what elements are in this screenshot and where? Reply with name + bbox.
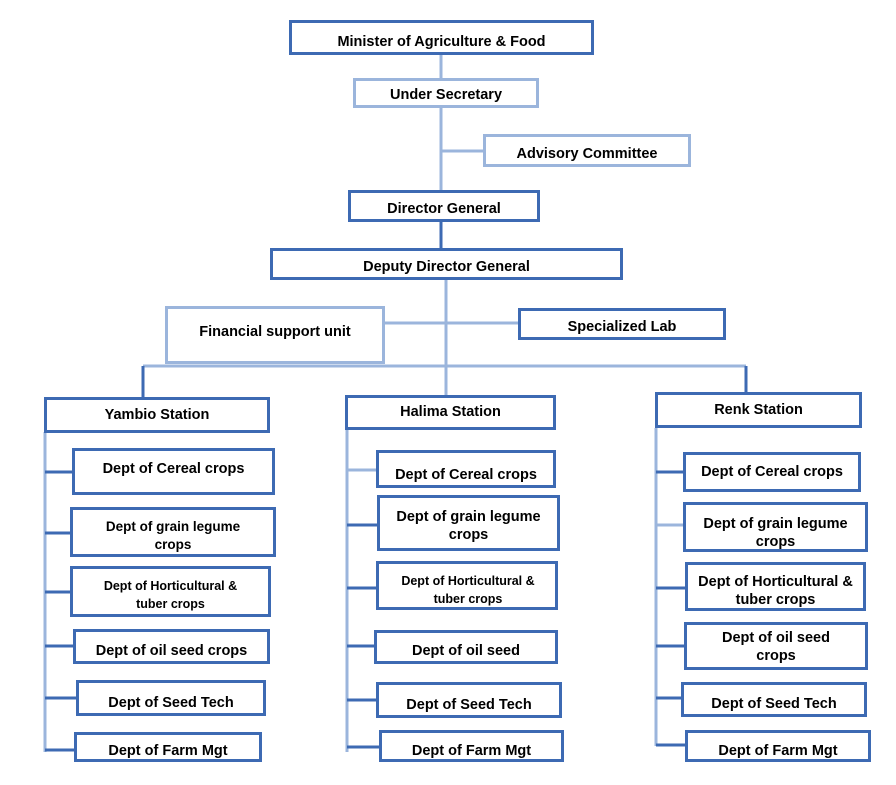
- renk-station-box: Renk Station: [655, 392, 862, 428]
- specialized-lab-box: Specialized Lab: [518, 308, 726, 340]
- financial-support-unit-box: Financial support unit: [165, 306, 385, 364]
- halima-dept-legume-box: Dept of grain legume crops: [377, 495, 560, 551]
- halima-dept-cereal-box: Dept of Cereal crops: [376, 450, 556, 488]
- renk-dept-seedtech-box: Dept of Seed Tech: [681, 682, 867, 717]
- deputy-director-general-box: Deputy Director General: [270, 248, 623, 280]
- renk-dept-cereal-box: Dept of Cereal crops: [683, 452, 861, 492]
- yambio-station-box: Yambio Station: [44, 397, 270, 433]
- financial-support-unit-label: Financial support unit: [199, 324, 351, 340]
- renk-dept-oilseed-box: Dept of oil seed crops: [684, 622, 868, 670]
- dept-label: Dept of Cereal crops: [395, 467, 537, 483]
- dept-label: Dept of oil seed: [412, 643, 520, 659]
- dept-label: Dept of oil seed crops: [722, 630, 830, 664]
- yambio-dept-oilseed-box: Dept of oil seed crops: [73, 629, 270, 664]
- dept-label: Dept of oil seed crops: [95, 643, 248, 659]
- dept-label: Dept of Seed Tech: [108, 695, 234, 711]
- dept-label: Dept of Seed Tech: [406, 697, 532, 713]
- renk-station-label: Renk Station: [714, 401, 803, 418]
- minister-label: Minister of Agriculture & Food: [337, 34, 546, 50]
- dept-label: Dept of grain legume crops: [105, 519, 241, 552]
- advisory-committee-box: Advisory Committee: [483, 134, 691, 167]
- dept-label: Dept of grain legume crops: [396, 509, 541, 543]
- halima-dept-oilseed-box: Dept of oil seed: [374, 630, 558, 664]
- under-secretary-label: Under Secretary: [389, 87, 503, 103]
- director-general-box: Director General: [348, 190, 540, 222]
- dept-label: Dept of grain legume crops: [703, 516, 848, 550]
- minister-box: Minister of Agriculture & Food: [289, 20, 594, 55]
- renk-dept-legume-box: Dept of grain legume crops: [683, 502, 868, 552]
- yambio-dept-cereal-box: Dept of Cereal crops: [72, 448, 275, 495]
- specialized-lab-label: Specialized Lab: [567, 319, 677, 335]
- yambio-dept-farmmgt-box: Dept of Farm Mgt: [74, 732, 262, 762]
- yambio-dept-legume-box: Dept of grain legume crops: [70, 507, 276, 557]
- renk-dept-farmmgt-box: Dept of Farm Mgt: [685, 730, 871, 762]
- halima-dept-seedtech-box: Dept of Seed Tech: [376, 682, 562, 718]
- halima-dept-farmmgt-box: Dept of Farm Mgt: [379, 730, 564, 762]
- dept-label: Dept of Horticultural & tuber crops: [698, 574, 853, 608]
- dept-label: Dept of Farm Mgt: [718, 743, 838, 759]
- yambio-dept-seedtech-box: Dept of Seed Tech: [76, 680, 266, 716]
- dept-label: Dept of Cereal crops: [701, 463, 843, 480]
- yambio-station-label: Yambio Station: [104, 406, 210, 423]
- yambio-dept-horticultural-box: Dept of Horticultural & tuber crops: [70, 566, 271, 617]
- deputy-director-general-label: Deputy Director General: [363, 259, 530, 275]
- renk-dept-horticultural-box: Dept of Horticultural & tuber crops: [685, 562, 866, 611]
- dept-label: Dept of Horticultural & tuber crops: [401, 574, 535, 606]
- dept-label: Dept of Horticultural & tuber crops: [103, 579, 238, 611]
- director-general-label: Director General: [387, 201, 501, 217]
- halima-station-label: Halima Station: [400, 404, 501, 420]
- dept-label: Dept of Farm Mgt: [108, 743, 228, 759]
- advisory-committee-label: Advisory Committee: [516, 146, 658, 162]
- halima-dept-horticultural-box: Dept of Horticultural & tuber crops: [376, 561, 558, 610]
- under-secretary-box: Under Secretary: [353, 78, 539, 108]
- dept-label: Dept of Cereal crops: [102, 460, 245, 477]
- halima-station-box: Halima Station: [345, 395, 556, 430]
- dept-label: Dept of Farm Mgt: [411, 743, 532, 759]
- dept-label: Dept of Seed Tech: [711, 696, 837, 712]
